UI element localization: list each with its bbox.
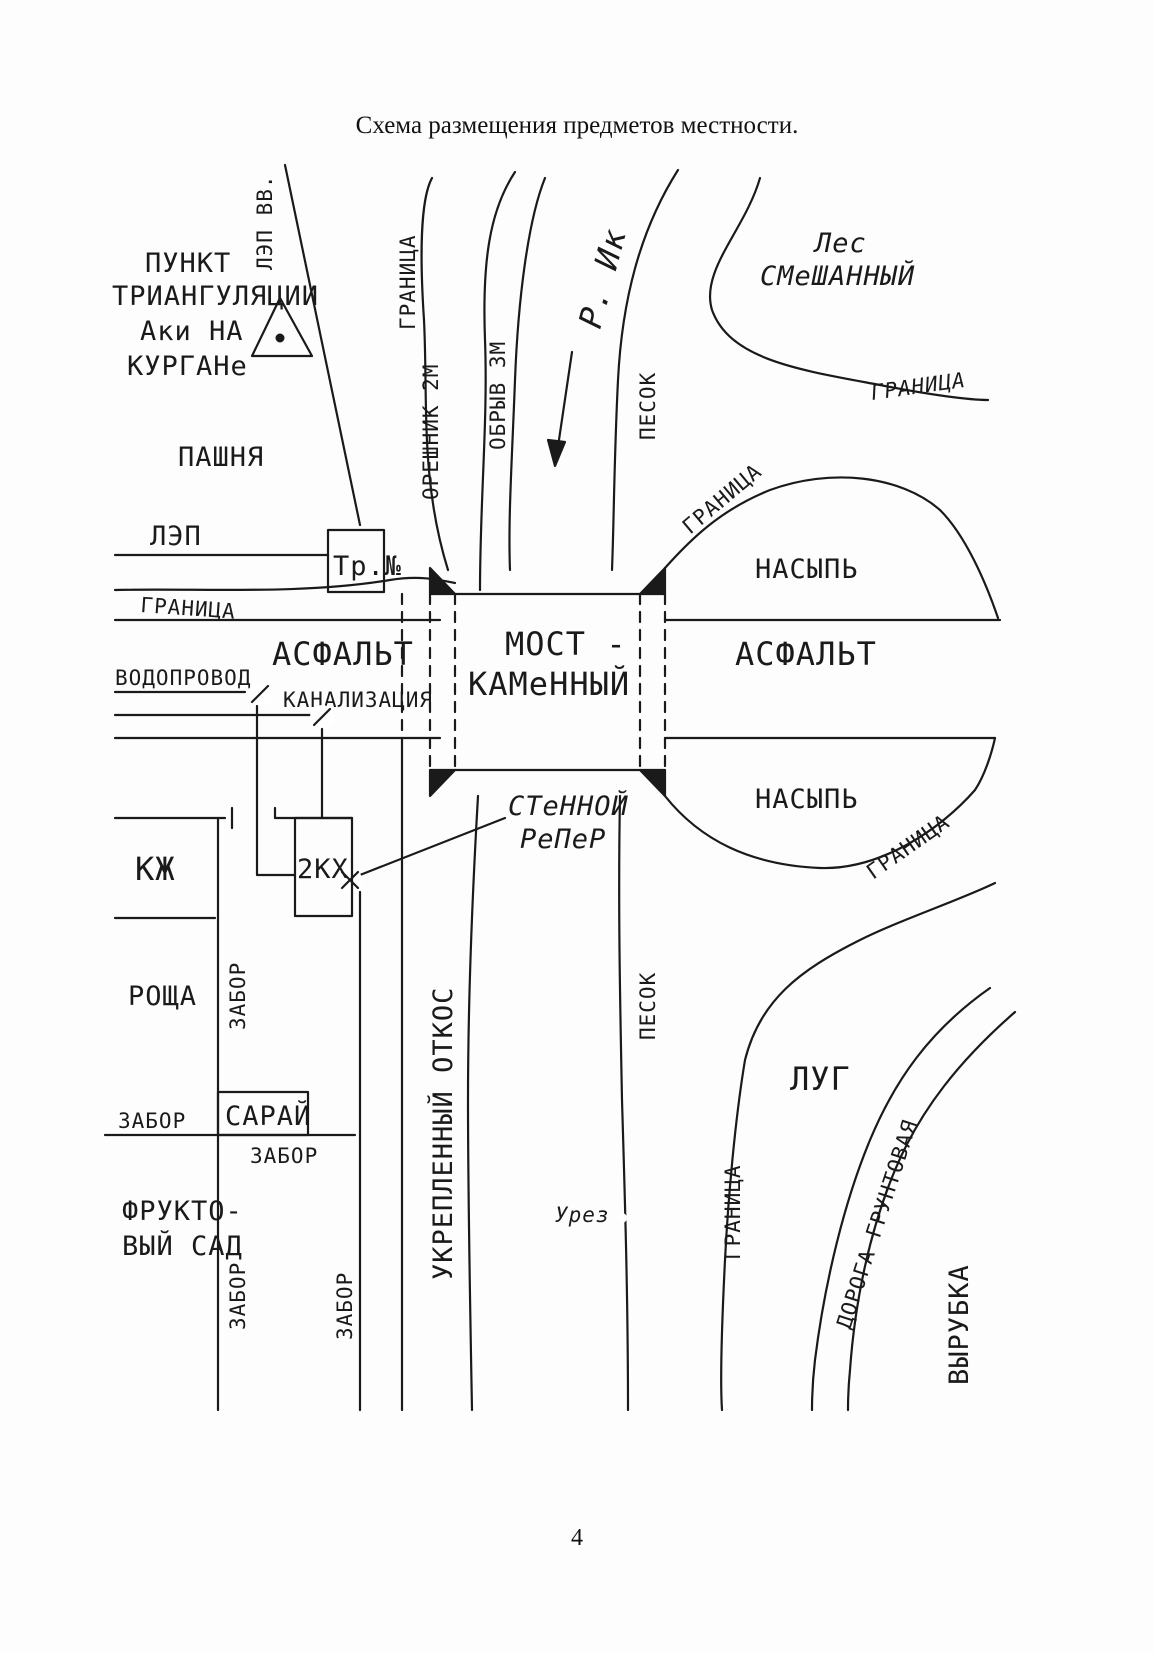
- embankment-top: [663, 476, 1000, 620]
- embankment-bottom: [663, 736, 997, 870]
- dirt-road-right: [846, 1010, 1017, 1412]
- circle-slash-icon: [248, 682, 272, 706]
- river-right-bank-lower: [618, 794, 630, 1412]
- label-les-2: СМеШАННЫЙ: [760, 260, 915, 292]
- label-granitsa-top: ГРАНИЦА: [396, 234, 420, 330]
- label-granitsa-nasyp-2: ГРАНИЦА: [862, 810, 954, 884]
- label-kanalizatsiya: КАНАЛИЗАЦИЯ: [283, 688, 433, 712]
- label-asfalt-right: АСФАЛЬТ: [735, 635, 877, 673]
- label-granitsa-lug: ГРАНИЦА: [721, 1164, 745, 1260]
- label-obryv: ОБРЫВ 3М: [486, 341, 510, 450]
- label-lep-vv: ЛЭП ВВ.: [253, 174, 277, 270]
- label-vodoprovod: ВОДОПРОВОД: [115, 666, 251, 690]
- power-line-vv: [283, 163, 362, 527]
- label-pesok-top: ПЕСОК: [636, 372, 660, 440]
- dirt-road-left: [810, 986, 992, 1412]
- label-pashnya: ПАШНЯ: [178, 442, 264, 473]
- boundary-meadow: [720, 881, 997, 1412]
- river-right-bank: [610, 168, 680, 572]
- label-reper-1: СТеННОЙ: [508, 790, 629, 822]
- label-zabor-5: ЗАБОР: [333, 1272, 357, 1340]
- label-fruit-2: ВЫЙ САД: [122, 1230, 243, 1262]
- bridge-stone: [428, 566, 667, 798]
- house-kzh: [113, 806, 234, 920]
- label-fruit-1: ФРУКТО-: [122, 1196, 243, 1227]
- label-saray: САРАЙ: [225, 1100, 311, 1132]
- triangle-with-dot-icon: [250, 296, 314, 358]
- transformer-box: [326, 528, 386, 594]
- boundary-left: [113, 576, 457, 592]
- label-ukreplenny: УКРЕПЛЕННЫЙ ОТКОС: [427, 987, 459, 1280]
- boundary-hazel: [420, 176, 450, 572]
- label-les-1: Лес: [813, 228, 867, 259]
- label-kzh: КЖ: [135, 850, 176, 888]
- label-zabor-1: ЗАБОР: [226, 962, 250, 1030]
- label-nasyp-top: НАСЫПЬ: [755, 554, 859, 585]
- page-number: 4: [571, 1525, 583, 1551]
- label-vyrubka: ВЫРУБКА: [944, 1264, 975, 1385]
- label-zabor-3: ЗАБОР: [250, 1144, 318, 1168]
- label-lug: ЛУГ: [790, 1060, 851, 1098]
- cliff-line: [478, 170, 517, 592]
- label-pesok-bottom: ПЕСОК: [636, 972, 660, 1040]
- small-circle-icon: [617, 1213, 627, 1223]
- label-reper-2: РеПеР: [520, 824, 606, 855]
- benchmark-leader: [358, 816, 507, 877]
- label-trig-4: КУРГАНе: [127, 351, 248, 382]
- label-trig-1: ПУНКТ: [145, 248, 231, 279]
- label-bridge-1: МОСТ -: [505, 625, 627, 663]
- label-zabor-2: ЗАБОР: [118, 1109, 186, 1133]
- label-roscha: РОЩА: [128, 981, 197, 1012]
- water-pipe-branch: [255, 704, 297, 877]
- label-urez: Урез: [555, 1203, 610, 1227]
- circle-slash-icon: [310, 705, 334, 729]
- page-title: Схема размещения предметов местности.: [355, 112, 799, 139]
- river-left-bank: [508, 176, 547, 572]
- label-lep: ЛЭП: [150, 521, 202, 552]
- label-granitsa-les: ГРАНИЦА: [869, 368, 967, 405]
- shed-box: [216, 1090, 310, 1137]
- arrow-down-icon: [546, 350, 574, 468]
- label-doroga: ДОРОГА ГРУНТОВАЯ: [832, 1117, 922, 1332]
- label-kx: 2КХ: [297, 854, 349, 885]
- label-trig-3: Аки НА: [140, 316, 244, 347]
- circle-cross-icon: [338, 868, 362, 892]
- label-oreshnik: ОРЕШНИК 2М: [419, 364, 443, 500]
- label-trig-2: ТРИАНГУЛЯЦИИ: [112, 281, 319, 312]
- label-transformer: Тр.№: [333, 551, 402, 582]
- label-nasyp-bottom: НАСЫПЬ: [755, 784, 859, 815]
- label-bridge-2: КАМеННЫЙ: [468, 665, 630, 703]
- river-left-bank-lower: [466, 794, 480, 1412]
- label-zabor-4: ЗАБОР: [226, 1262, 250, 1330]
- label-granitsa-nasyp: ГРАНИЦА: [678, 459, 767, 539]
- label-asfalt-left: АСФАЛЬТ: [272, 635, 414, 673]
- forest-boundary: [709, 176, 990, 402]
- house-2kx: [273, 806, 354, 918]
